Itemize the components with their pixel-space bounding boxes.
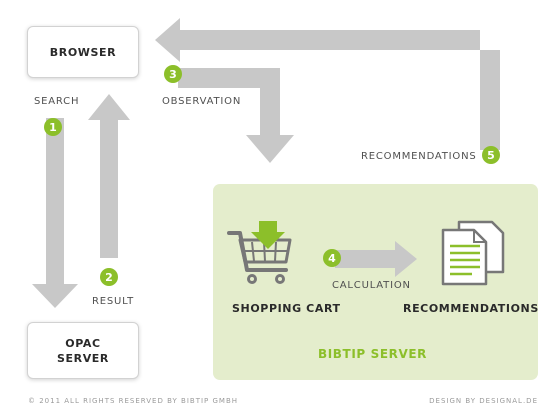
step-2-label: RESULT bbox=[92, 296, 135, 307]
step-4-badge: 4 bbox=[323, 249, 341, 267]
opac-server-box: OPAC SERVER bbox=[27, 322, 139, 379]
documents-icon bbox=[441, 220, 505, 286]
step-5-badge: 5 bbox=[482, 146, 500, 164]
footer-credit: DESIGN BY DESIGNAL.DE bbox=[429, 397, 538, 405]
step-4-label: CALCULATION bbox=[332, 280, 411, 291]
arrow-result bbox=[88, 94, 130, 258]
opac-label-line1: OPAC bbox=[65, 336, 101, 350]
download-arrow-icon bbox=[251, 221, 285, 249]
step-1-badge: 1 bbox=[44, 118, 62, 136]
browser-label: BROWSER bbox=[49, 45, 117, 59]
recommendations-label: RECOMMENDATIONS bbox=[403, 302, 539, 315]
bibtip-server-label: BIBTIP SERVER bbox=[318, 347, 427, 361]
arrow-recommendations bbox=[155, 18, 500, 150]
shopping-cart-icon bbox=[227, 231, 292, 284]
opac-label-line2: SERVER bbox=[56, 351, 109, 365]
arrow-calculation bbox=[335, 241, 417, 277]
footer-copyright: © 2011 ALL RIGHTS RESERVED BY BIBTIP GMB… bbox=[28, 397, 239, 405]
step-2-badge: 2 bbox=[100, 268, 118, 286]
step-3-label: OBSERVATION bbox=[162, 96, 242, 107]
arrow-search bbox=[32, 118, 78, 308]
step-5-label: RECOMMENDATIONS bbox=[361, 151, 477, 162]
browser-box: BROWSER bbox=[27, 26, 139, 78]
arrow-observation bbox=[178, 68, 294, 163]
step-1-label: SEARCH bbox=[34, 96, 80, 107]
shopping-cart-label: SHOPPING CART bbox=[232, 302, 341, 315]
step-3-badge: 3 bbox=[164, 65, 182, 83]
